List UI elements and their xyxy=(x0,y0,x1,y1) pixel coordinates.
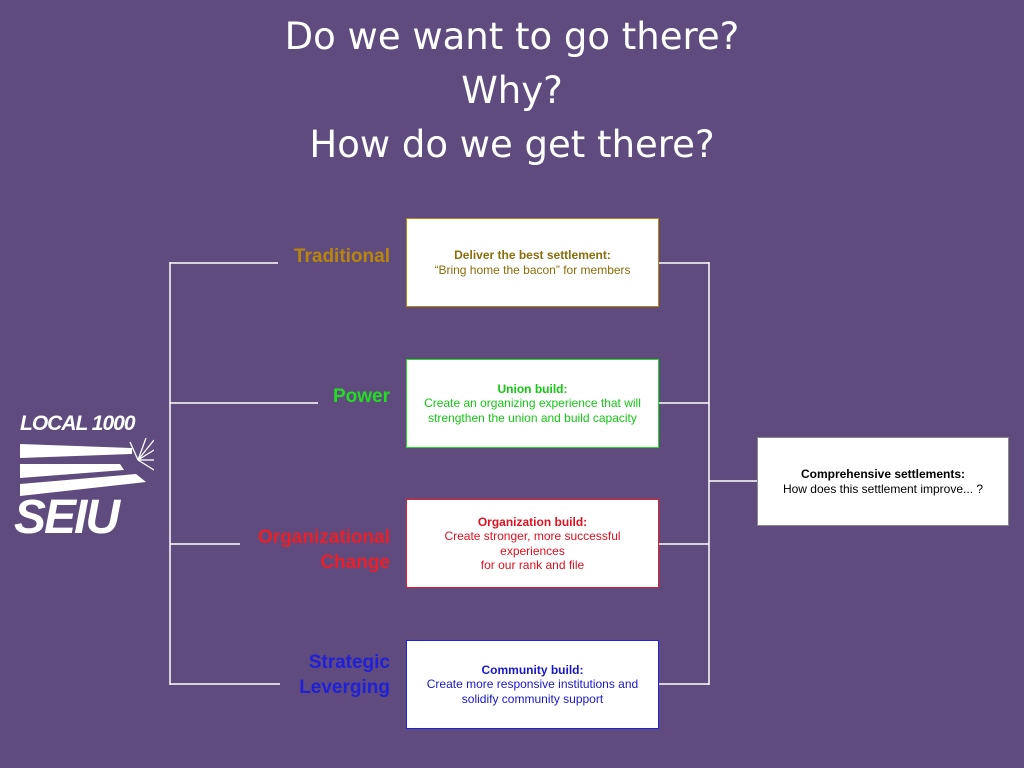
box-community-line1: Create more responsive institutions and xyxy=(426,677,639,692)
box-deliver-best-settlement: Deliver the best settlement: “Bring home… xyxy=(406,218,659,307)
box-community-heading: Community build: xyxy=(481,662,584,677)
label-organizational-line1: Organizational xyxy=(258,527,390,548)
box-organization-heading: Organization build: xyxy=(477,514,588,529)
box-union-build: Union build: Create an organizing experi… xyxy=(406,359,659,448)
box-organization-line2: for our rank and file xyxy=(480,558,585,572)
box-organization-line1: Create stronger, more successful experie… xyxy=(444,529,621,558)
box-traditional-line1: “Bring home the bacon” for members xyxy=(434,262,631,277)
outcome-line1: How does this settlement improve... ? xyxy=(782,481,984,496)
box-community-build: Community build: Create more responsive … xyxy=(406,640,659,729)
slide-title: Do we want to go there? Why? How do we g… xyxy=(0,10,1024,172)
title-line-1: Do we want to go there? xyxy=(284,15,740,58)
box-power-line2: strengthen the union and build capacity xyxy=(428,410,637,425)
box-comprehensive-settlements: Comprehensive settlements: How does this… xyxy=(757,437,1009,526)
label-strategic-line2: Leverging xyxy=(299,677,390,698)
seiu-local-1000-logo: LOCAL 1000 SEIU xyxy=(14,412,154,542)
label-strategic-leverging: Strategic Leverging xyxy=(299,650,390,700)
outcome-heading: Comprehensive settlements: xyxy=(800,467,966,481)
box-power-line1: Create an organizing experience that wil… xyxy=(424,396,641,411)
title-line-3: How do we get there? xyxy=(309,123,715,166)
title-line-2: Why? xyxy=(461,69,563,112)
label-organizational-change: Organizational Change xyxy=(258,525,390,575)
label-traditional-text: Traditional xyxy=(293,246,390,267)
label-power-text: Power xyxy=(332,386,390,407)
box-organization-build: Organization build: Create stronger, mor… xyxy=(406,499,659,588)
logo-local-text: LOCAL 1000 xyxy=(20,412,135,435)
label-traditional: Traditional xyxy=(294,244,390,269)
logo-sunburst-icon xyxy=(20,438,154,496)
label-strategic-line1: Strategic xyxy=(308,652,390,673)
box-community-line2: solidify community support xyxy=(461,691,604,706)
label-power: Power xyxy=(333,384,390,409)
box-traditional-heading: Deliver the best settlement: xyxy=(454,248,611,262)
logo-seiu-text: SEIU xyxy=(14,491,120,544)
label-organizational-line2: Change xyxy=(320,552,390,573)
box-power-heading: Union build: xyxy=(497,381,568,396)
